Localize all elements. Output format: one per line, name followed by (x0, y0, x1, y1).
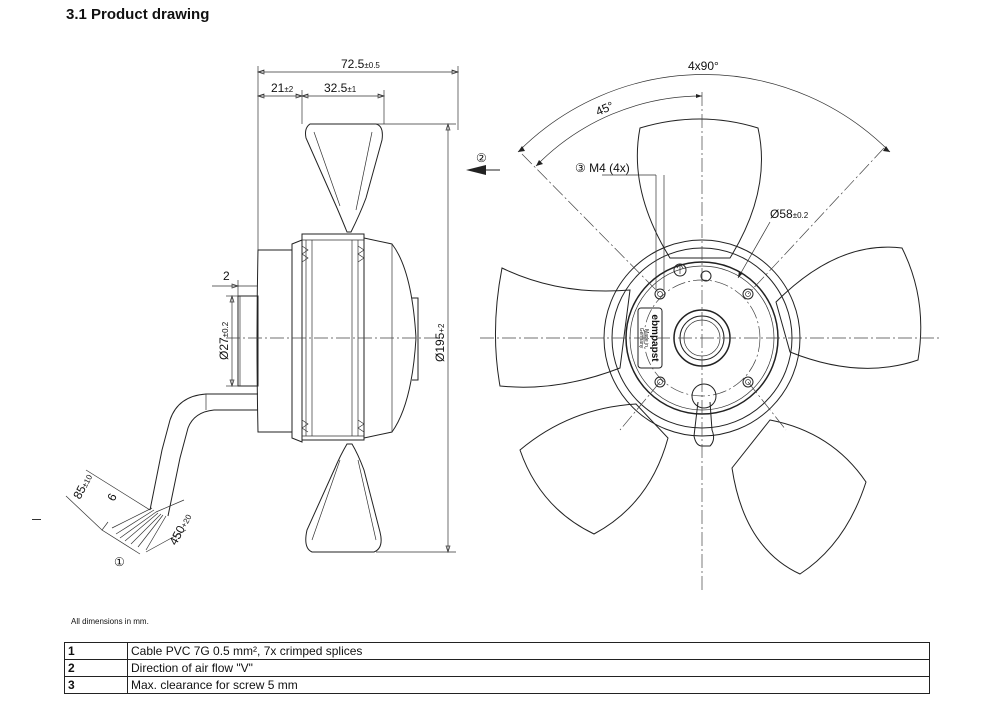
marker-airflow: ② (476, 151, 487, 165)
dim-overall-depth: 72.5±0.5 (341, 57, 380, 71)
dim-wire-strip: 6 (104, 491, 120, 504)
marker-cable: ① (114, 555, 125, 569)
front-bolt-holes (654, 263, 754, 388)
label-brand: ebmpapst (649, 314, 660, 362)
front-blades (494, 118, 922, 575)
dimensions-note: All dimensions in mm. (71, 617, 149, 626)
dim-shaft-step: 2 (223, 269, 230, 283)
side-shaft (237, 295, 259, 387)
dim-bolt-pattern: 4x90° (688, 59, 719, 73)
dim-bolt-angle: 45° (594, 98, 616, 118)
dim-cable-strip: 85±10 (70, 471, 95, 502)
product-drawing: 72.5±0.5 21±2 32.5±1 2 Ø27±0.2 Ø195+2 ② … (65, 57, 940, 590)
legend-number: 2 (64, 659, 128, 677)
front-view: ebmpapst Made in Germany (480, 74, 940, 590)
legend-text: Max. clearance for screw 5 mm (127, 676, 930, 694)
side-cable (149, 393, 258, 511)
cable-wires (101, 507, 167, 555)
dim-hub-offset: 21±2 (271, 81, 294, 95)
legend-text: Direction of air flow "V" (127, 659, 930, 677)
side-view (65, 66, 500, 555)
dim-bolt-circle: Ø58±0.2 (770, 207, 809, 221)
front-cable-grommet (691, 383, 717, 409)
dim-cable-length: 450+20 (166, 511, 194, 548)
legend-number: 1 (64, 642, 128, 660)
side-rotor-ring (301, 233, 365, 441)
dim-hub-diameter: Ø27±0.2 (217, 321, 231, 360)
section-title: 3.1 Product drawing (66, 6, 210, 23)
airflow-arrow (466, 165, 500, 175)
side-top-blade (305, 123, 383, 233)
margin-mark (32, 519, 41, 520)
side-bottom-blade (305, 443, 382, 553)
dim-fan-diameter: Ø195+2 (433, 323, 447, 362)
dim-blade-width: 32.5±1 (324, 81, 357, 95)
side-hub-plate (256, 249, 293, 433)
legend-text: Cable PVC 7G 0.5 mm², 7x crimped splices (127, 642, 930, 660)
legend-number: 3 (64, 676, 128, 694)
dim-screw-thread: ③ M4 (4x) (575, 161, 630, 175)
